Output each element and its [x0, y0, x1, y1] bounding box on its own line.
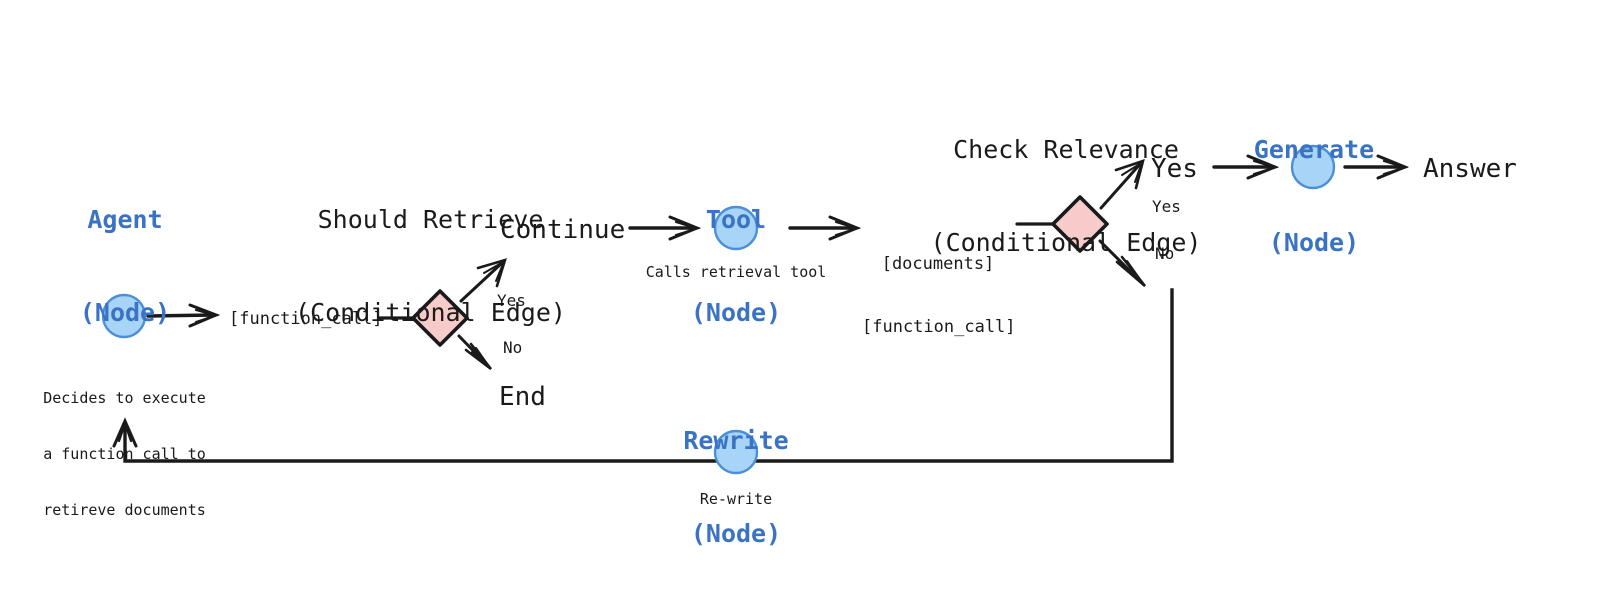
check-relevance-target-yes: Yes	[1151, 154, 1198, 184]
generate-node-title: Generate (Node)	[1233, 72, 1395, 320]
should-retrieve-title-line1: Should Retrieve	[317, 205, 544, 234]
should-retrieve-no-arrow	[457, 334, 493, 371]
should-retrieve-target-end: End	[499, 382, 546, 412]
yes-to-generate-arrow	[1212, 154, 1279, 180]
rewrite-node-title: Rewrite (Node)	[656, 363, 816, 589]
tool-node-title-line1: Tool	[705, 205, 767, 234]
should-retrieve-branch-yes-label: Yes	[497, 291, 526, 310]
check-relevance-diamond[interactable]	[1051, 195, 1109, 253]
should-retrieve-yes-arrow	[459, 258, 507, 303]
tool-to-check-relevance-arrow	[788, 215, 861, 241]
tool-node-circle[interactable]	[713, 205, 759, 251]
agent-node-title-line1: Agent	[87, 205, 163, 234]
rewrite-loop-arrowhead	[112, 417, 138, 448]
rewrite-node-caption: Re-write	[699, 490, 773, 508]
agent-node-caption: Decides to execute a function call to re…	[22, 352, 227, 557]
agent-to-should-retrieve-arrow	[146, 303, 221, 328]
generate-node-title-line2: (Node)	[1268, 228, 1360, 257]
should-retrieve-diamond[interactable]	[411, 289, 469, 347]
check-relevance-title: Check Relevance (Conditional Edge)	[896, 72, 1236, 320]
check-relevance-title-line2: (Conditional Edge)	[930, 228, 1202, 257]
agent-caption-line2: a function call to	[43, 444, 206, 463]
check-relevance-input-label: [documents] [function_call]	[862, 212, 1016, 381]
agent-node-circle[interactable]	[101, 293, 147, 339]
rewrite-node-circle[interactable]	[713, 429, 759, 475]
check-relevance-input-line2: [function_call]	[862, 317, 1016, 338]
check-relevance-branch-no-label: No	[1155, 244, 1175, 263]
should-retrieve-title-line2: (Conditional Edge)	[295, 298, 566, 327]
rewrite-feedback-loop-path	[123, 288, 1174, 463]
agent-node-title: Agent (Node)	[44, 142, 206, 390]
answer-output-label: Answer	[1423, 154, 1517, 184]
check-relevance-branch-yes-label: Yes	[1152, 197, 1181, 216]
rewrite-node-title-line1: Rewrite	[683, 426, 789, 455]
tool-node-title: Tool (Node)	[656, 142, 816, 390]
continue-to-tool-arrow	[628, 215, 701, 241]
should-retrieve-input-label: [function_call]	[229, 309, 383, 329]
generate-node-circle[interactable]	[1290, 144, 1336, 190]
generate-to-answer-arrow	[1343, 154, 1409, 180]
check-relevance-no-arrow	[1098, 239, 1147, 287]
check-relevance-yes-arrow	[1099, 159, 1145, 210]
agent-node-title-line2: (Node)	[79, 298, 171, 327]
agent-caption-line3: retireve documents	[43, 500, 206, 519]
tool-node-caption: Calls retrieval tool	[645, 263, 827, 281]
generate-node-title-line1: Generate	[1253, 135, 1375, 164]
check-relevance-input-line1: [documents]	[881, 254, 995, 275]
should-retrieve-target-continue: Continue	[500, 215, 626, 245]
rewrite-node-title-line2: (Node)	[690, 519, 782, 548]
tool-node-title-line2: (Node)	[690, 298, 782, 327]
should-retrieve-branch-no-label: No	[503, 338, 523, 357]
check-relevance-title-line1: Check Relevance	[953, 135, 1179, 164]
agent-caption-line1: Decides to execute	[43, 389, 206, 408]
should-retrieve-title: Should Retrieve (Conditional Edge)	[278, 142, 583, 390]
